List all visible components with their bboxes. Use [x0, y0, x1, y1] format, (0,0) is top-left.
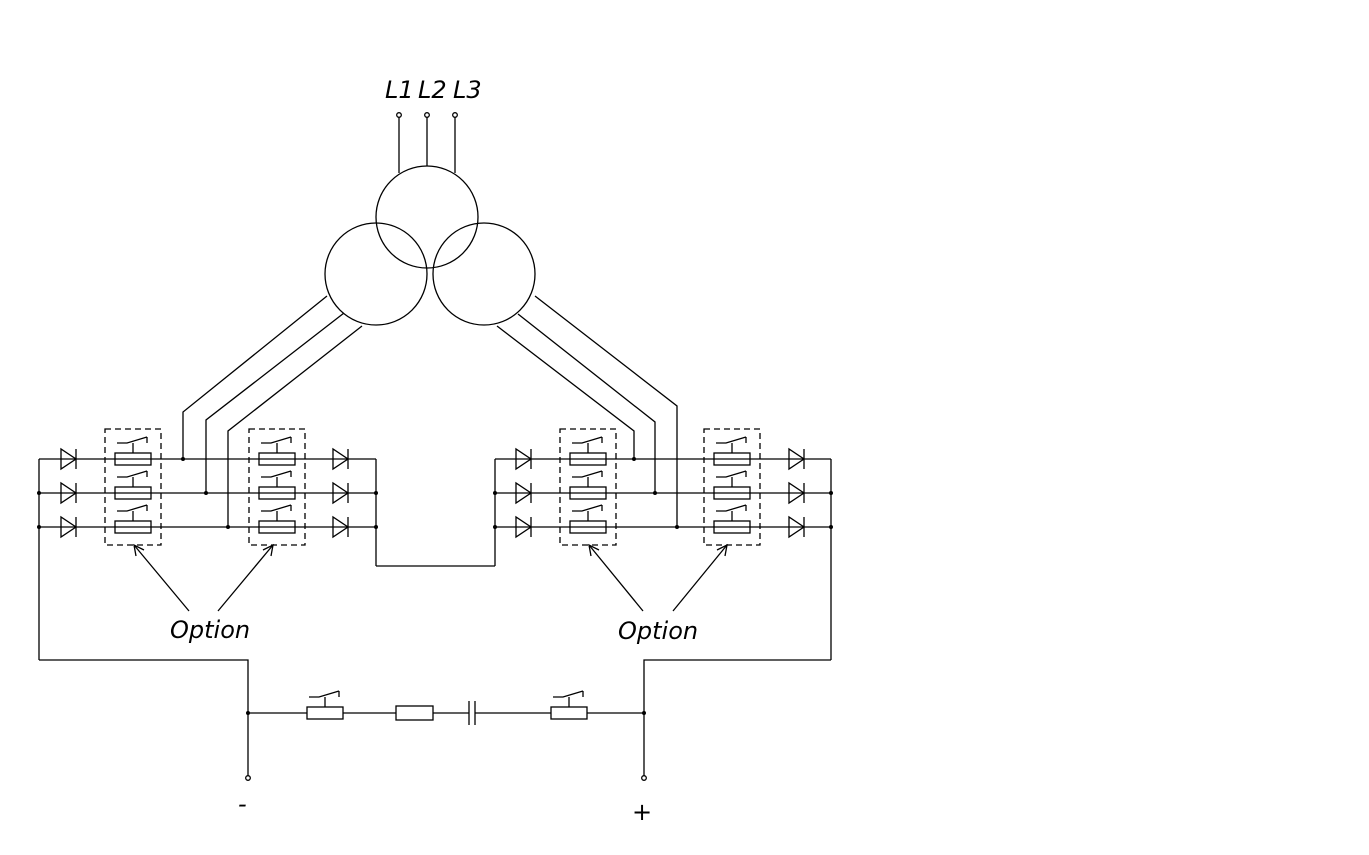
- junction-dot: [37, 525, 41, 529]
- dc-output: [39, 659, 831, 781]
- option-dashed-box: [559, 428, 617, 546]
- junction-dot: [181, 457, 185, 461]
- junction-dot: [829, 491, 833, 495]
- fused-switch: [114, 470, 152, 500]
- phase-label-l2: L2: [418, 76, 447, 104]
- right-feeders: [496, 295, 678, 527]
- diode: [332, 481, 350, 505]
- phase-label-l1: L1: [385, 76, 414, 104]
- left-rectifier-bridge: [38, 458, 377, 660]
- junction-dot: [829, 525, 833, 529]
- option-dashed-box: [248, 428, 306, 546]
- fused-switch: [258, 470, 296, 500]
- fused-switch: [258, 436, 296, 466]
- junction-dot: [374, 491, 378, 495]
- junction-dot: [226, 525, 230, 529]
- bridge-components: [37, 428, 833, 546]
- junction-dot: [374, 525, 378, 529]
- minus-terminal-label: -: [238, 790, 247, 818]
- fused-switch: [713, 470, 751, 500]
- option-dashed-box: [703, 428, 761, 546]
- diode: [788, 481, 806, 505]
- fused-switch: [258, 504, 296, 534]
- option-arrows: [133, 543, 728, 612]
- transformer: [324, 165, 536, 326]
- option-label-left: Option: [170, 616, 250, 644]
- output-resistor: [395, 705, 434, 721]
- junction-dot: [204, 491, 208, 495]
- diode: [332, 515, 350, 539]
- option-label-right: Option: [618, 617, 698, 645]
- diode: [515, 447, 533, 471]
- junction-dot: [653, 491, 657, 495]
- output-switch-2: [550, 690, 588, 720]
- phase-label-l3: L3: [453, 76, 482, 104]
- fused-switch: [569, 436, 607, 466]
- junction-dot: [493, 491, 497, 495]
- plus-terminal-label: +: [632, 798, 652, 826]
- diode: [60, 515, 78, 539]
- diode: [332, 447, 350, 471]
- fused-switch: [713, 504, 751, 534]
- fused-switch: [569, 504, 607, 534]
- left-feeders: [182, 295, 363, 527]
- output-switch-1: [306, 690, 344, 720]
- diode: [788, 447, 806, 471]
- fused-switch: [569, 470, 607, 500]
- fused-switch: [713, 436, 751, 466]
- diode: [515, 481, 533, 505]
- fused-switch: [114, 436, 152, 466]
- diode: [60, 481, 78, 505]
- junction-dot: [632, 457, 636, 461]
- diode: [788, 515, 806, 539]
- output-capacitor: [468, 701, 476, 725]
- diode: [515, 515, 533, 539]
- option-dashed-box: [104, 428, 162, 546]
- phase-inputs: L1 L2 L3: [385, 76, 482, 173]
- junction-dot: [675, 525, 679, 529]
- diode: [60, 447, 78, 471]
- fused-switch: [114, 504, 152, 534]
- junction-dot: [493, 525, 497, 529]
- junction-dot: [37, 491, 41, 495]
